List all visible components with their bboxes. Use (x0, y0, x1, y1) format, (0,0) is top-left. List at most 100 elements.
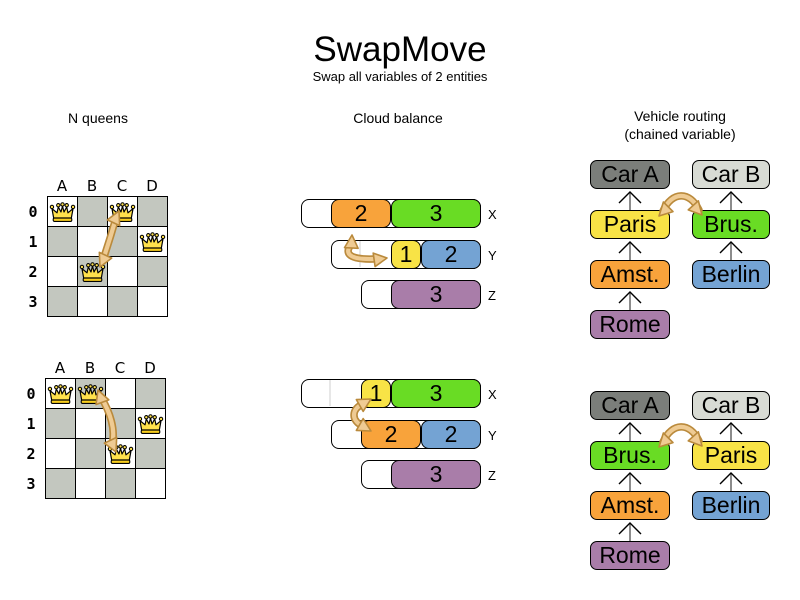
board-col-label: C (116, 177, 128, 195)
queen-crown-ball (54, 385, 59, 390)
routing-node: Amst. (590, 260, 670, 289)
board-row-label: 3 (26, 475, 36, 493)
queen-icon (109, 202, 136, 222)
board-cell (76, 439, 106, 469)
routing-node: Berlin (692, 260, 770, 289)
queen-crown-ball (70, 204, 76, 210)
board-cell (48, 257, 78, 287)
swap-arrow-outline (659, 192, 703, 215)
page-title: SwapMove (313, 30, 487, 69)
board-row-label: 0 (28, 203, 38, 221)
queen-crown-body (141, 235, 164, 249)
queen-crown-base (50, 399, 71, 404)
cloud-row-label: X (488, 207, 497, 222)
board-col-label: C (114, 359, 126, 377)
chain-up-arrowhead (719, 241, 743, 254)
column-title-nqueens: N queens (68, 110, 128, 126)
cloud-process-block: 3 (391, 199, 481, 228)
cloud-row-label: Z (488, 468, 496, 483)
queen-icon (49, 202, 76, 222)
chain-up-arrowhead (719, 472, 743, 485)
board-cell (76, 469, 106, 499)
swap-arrow-outline (659, 423, 703, 446)
board-cell (136, 379, 166, 409)
board-col-label: A (54, 359, 66, 377)
chain-up-arrowhead (618, 241, 642, 254)
board-col-label: D (146, 177, 158, 195)
swap-arrow-body (660, 193, 702, 214)
queen-crown-ball (148, 414, 153, 419)
routing-node: Rome (590, 310, 670, 339)
chain-up-arrowhead (719, 422, 743, 435)
cloud-row-label: X (488, 387, 497, 402)
chain-up-arrowhead (618, 472, 642, 485)
board-cell (46, 469, 76, 499)
queen-crown-ball (98, 386, 104, 392)
queen-crown-ball (90, 262, 95, 267)
routing-node: Rome (590, 541, 670, 570)
board-cell (108, 287, 138, 317)
routing-node: Brus. (590, 441, 670, 470)
board-cell (78, 197, 108, 227)
queen-crown-ball (60, 202, 65, 207)
queen-crown-ball (139, 234, 145, 240)
board-cell (78, 287, 108, 317)
board-cell (46, 409, 76, 439)
board-row-label: 2 (28, 263, 38, 281)
routing-node: Amst. (590, 491, 670, 520)
board-col-label: B (84, 359, 96, 377)
queen-icon (107, 444, 134, 464)
queen-crown-ball (144, 415, 149, 420)
queen-crown-ball (152, 415, 157, 420)
queen-crown-ball (88, 384, 93, 389)
column-title-routing: Vehicle routing (634, 108, 726, 124)
board-col-label: D (144, 359, 156, 377)
chain-up-arrowhead (618, 422, 642, 435)
queen-crown-ball (86, 263, 91, 268)
queen-icon (137, 414, 164, 434)
queen-crown-body (139, 417, 162, 431)
board-cell (106, 409, 136, 439)
routing-node: Paris (590, 210, 670, 239)
chain-up-arrowhead (618, 191, 642, 204)
cloud-process-block: 2 (421, 240, 481, 269)
board-row-label: 1 (28, 233, 38, 251)
queen-crown-ball (130, 204, 136, 210)
board-col-label: A (56, 177, 68, 195)
queen-crown-ball (160, 234, 166, 240)
cloud-row-label: Y (488, 428, 497, 443)
queen-icon (77, 384, 104, 404)
cloud-process-block: 1 (361, 379, 391, 408)
board-row-label: 2 (26, 445, 36, 463)
queen-crown-ball (146, 233, 151, 238)
queen-crown-ball (64, 203, 69, 208)
board-cell (46, 439, 76, 469)
routing-node: Paris (692, 441, 770, 470)
cloud-process-block: 2 (331, 199, 391, 228)
board-row-label: 1 (26, 415, 36, 433)
queen-crown-base (140, 429, 161, 434)
board-cell (108, 227, 138, 257)
queen-icon (79, 262, 106, 282)
board-cell (138, 257, 168, 287)
cloud-process-block: 3 (391, 280, 481, 309)
routing-node: Car A (590, 160, 670, 189)
queen-crown-base (142, 247, 163, 252)
board-cell (108, 257, 138, 287)
queen-crown-ball (56, 203, 61, 208)
queen-crown-ball (79, 264, 85, 270)
cloud-row-label: Y (488, 248, 497, 263)
cloud-process-block: 2 (361, 420, 421, 449)
board-row-label: 0 (26, 385, 36, 403)
queen-crown-body (51, 205, 74, 219)
chess-board (47, 196, 168, 317)
queen-crown-ball (62, 385, 67, 390)
cloud-process-block: 3 (391, 460, 481, 489)
cloud-process-block: 1 (391, 240, 421, 269)
column-title-cloud: Cloud balance (353, 110, 443, 126)
queen-crown-ball (122, 445, 127, 450)
queen-crown-ball (92, 385, 97, 390)
routing-node: Brus. (692, 210, 770, 239)
queen-crown-ball (107, 446, 113, 452)
queen-crown-ball (120, 202, 125, 207)
